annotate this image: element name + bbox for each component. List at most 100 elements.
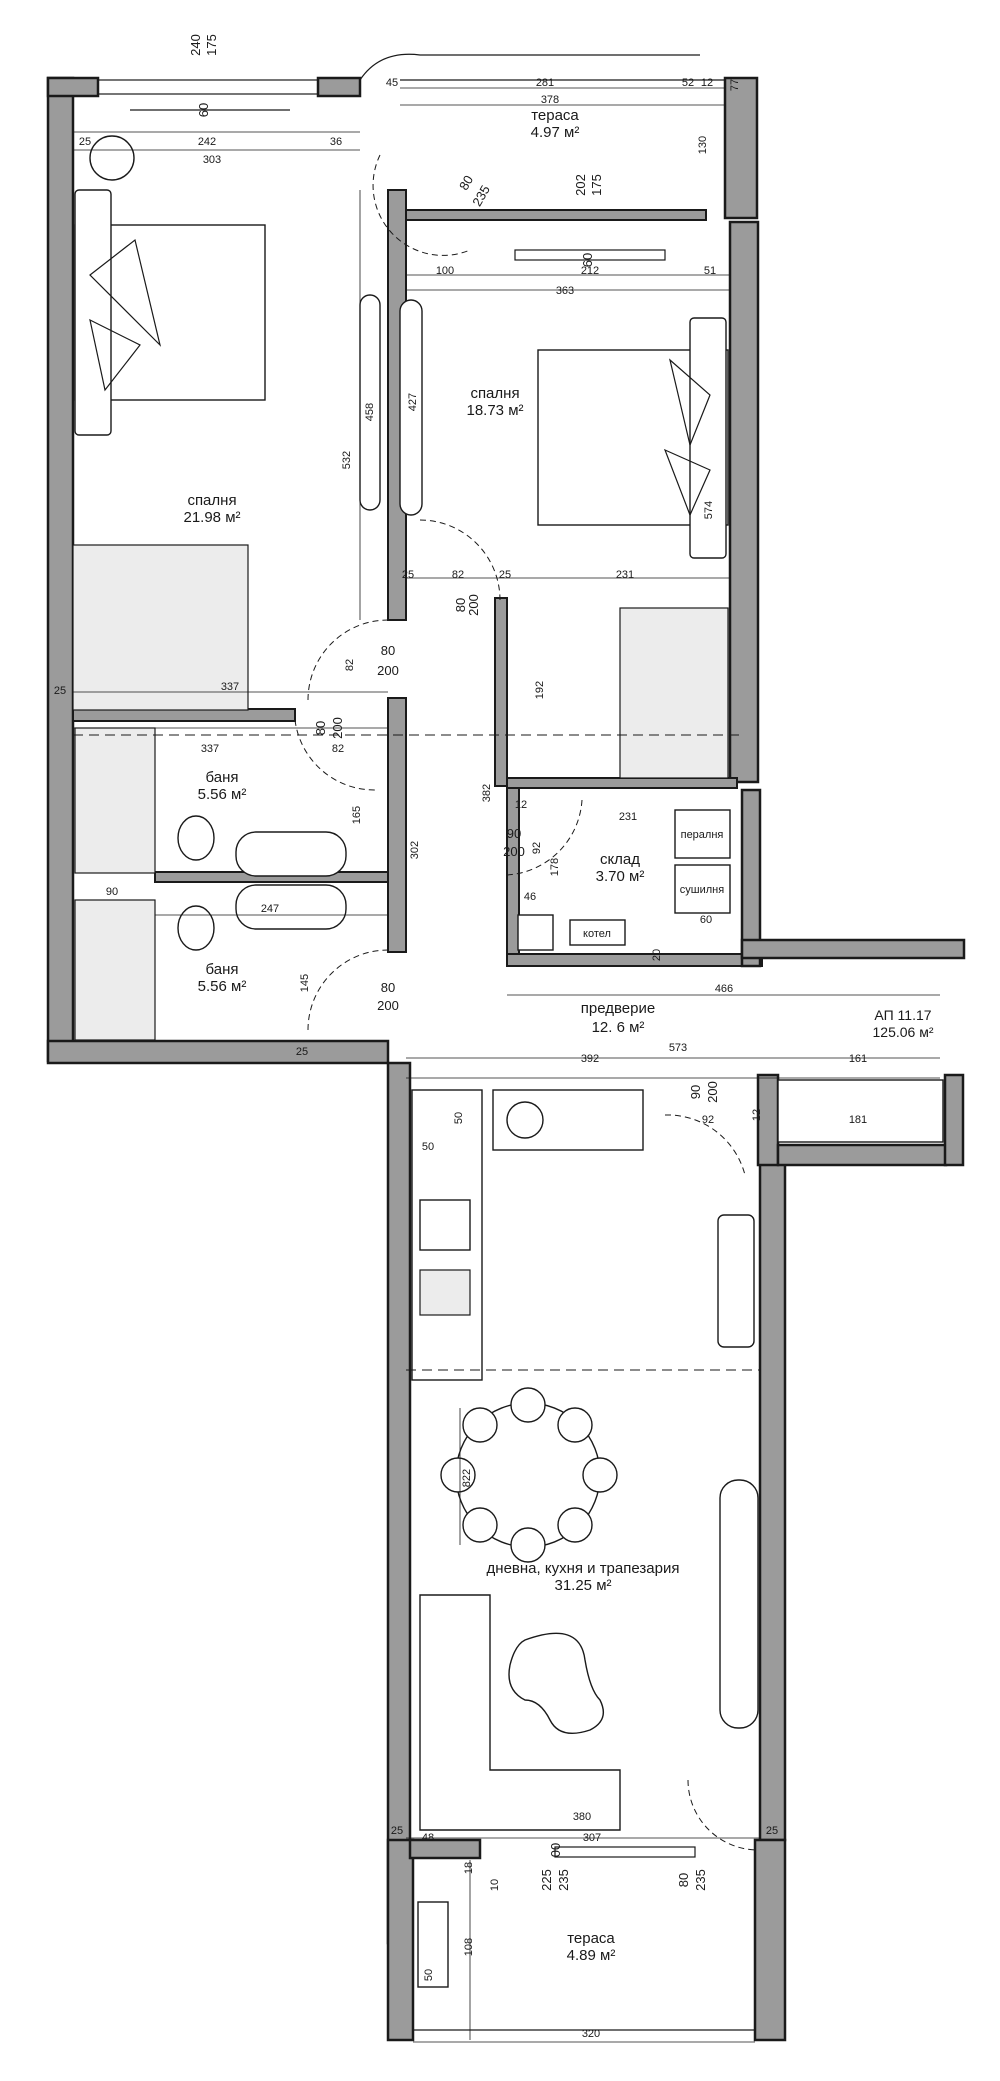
sliding-panel-right (399, 299, 423, 516)
dim-h-466: 466 (715, 983, 733, 995)
door-1-height: 200 (377, 663, 399, 678)
dim-tb-108: 108 (463, 1938, 475, 1956)
chair-3 (582, 1457, 618, 1493)
wall-terrace-bottom-left (386, 1838, 415, 2042)
dim-bl-532: 532 (341, 451, 353, 469)
window-2-height: 175 (589, 174, 604, 196)
boiler-box (569, 919, 626, 946)
dim-bl-25: 25 (54, 685, 66, 697)
dim-br-458: 458 (364, 403, 376, 421)
dim-st-12a: 12 (515, 799, 527, 811)
washer-box (674, 809, 731, 859)
sink-2 (235, 884, 347, 930)
door-7-width: 80 (456, 173, 476, 193)
living-sliding-panel (719, 1479, 759, 1729)
corner-sofa (419, 1594, 621, 1831)
shower-2 (74, 899, 156, 1041)
bed-left-headboard (74, 189, 112, 436)
terrace-bottom-label: тераса (567, 1930, 615, 1947)
dim-st-178: 178 (549, 858, 561, 876)
door-swing-terrace-top (372, 154, 471, 256)
door-swings (73, 154, 760, 1851)
hallway-label: предверие (581, 1000, 655, 1017)
kitchen-island (492, 1089, 644, 1151)
wall-living-right (758, 1158, 787, 1842)
dim-tb-18: 18 (463, 1862, 475, 1874)
wall-living-left (386, 1061, 412, 1945)
door-6-height: 200 (705, 1081, 720, 1103)
walls (46, 76, 966, 2042)
dim-top-242: 242 (198, 136, 216, 148)
window-bedroom-left (97, 79, 319, 95)
dim-ter-130: 130 (697, 136, 709, 154)
door-3-width: 80 (313, 721, 328, 735)
wall-right-outer (728, 220, 760, 784)
wall-ext-right-ledge (740, 938, 966, 960)
dishwasher (419, 1269, 471, 1316)
wall-storage-top (506, 777, 738, 789)
door-swing-bath-1 (294, 719, 376, 791)
dim-st-20: 20 (651, 949, 663, 961)
wall-top-left-a (46, 76, 100, 98)
door-5-width: 90 (507, 826, 521, 841)
dim-mid-25a: 25 (402, 569, 414, 581)
wall-left-outer (46, 76, 75, 1063)
coffee-table (508, 1632, 604, 1734)
dim-st-92: 92 (531, 842, 543, 854)
dim-ba-90: 90 (106, 886, 118, 898)
terrace-top-railing (359, 53, 700, 81)
dim-mid-25b: 25 (499, 569, 511, 581)
dim-tb-320: 320 (582, 2028, 600, 2040)
dim-r-51: 51 (704, 265, 716, 277)
bedroom-left-area: 21.98 м² (183, 509, 240, 526)
dim-k-12: 12 (751, 1109, 763, 1121)
dim-ba-165: 165 (351, 806, 363, 824)
boiler-tank (517, 914, 554, 951)
windows (97, 53, 755, 2031)
dim-st-60: 60 (700, 914, 712, 926)
dim-top-25: 25 (79, 136, 91, 148)
bath-1-area: 5.56 м² (198, 786, 247, 803)
dim-hall-192: 192 (534, 681, 546, 699)
chair-4 (557, 1507, 593, 1543)
dim-st-231: 231 (619, 811, 637, 823)
wall-storage-bottom (506, 953, 763, 967)
chair-7 (440, 1457, 476, 1493)
dim-r-363: 363 (556, 285, 574, 297)
boiler-label: котел (583, 928, 611, 940)
dim-r-212: 212 (581, 265, 599, 277)
bath-2-area: 5.56 м² (198, 978, 247, 995)
door-swing-storage (506, 799, 583, 876)
storage-label: склад (600, 851, 640, 868)
wall-right-bedroom-top (405, 209, 707, 221)
dim-hall-382: 382 (481, 784, 493, 802)
window-1-width: 240 (188, 34, 203, 56)
dim-ba-145: 145 (299, 974, 311, 992)
dimension-labels: 242 303 36 25 45 281 52 378 12 130 77 10… (54, 77, 867, 2040)
toilet-1 (177, 815, 215, 861)
chair-8 (462, 1407, 498, 1443)
door-swing-bedroom-right (419, 519, 501, 601)
dim-top-303: 303 (203, 154, 221, 166)
dim-bl-82: 82 (344, 659, 356, 671)
wall-storage-right (740, 788, 762, 968)
living-area: 31.25 м² (554, 1577, 611, 1594)
door-swing-bath-2 (307, 949, 389, 1031)
dim-h-25: 25 (296, 1046, 308, 1058)
door-1-width: 80 (381, 643, 395, 658)
door-4-height: 200 (377, 998, 399, 1013)
hallway-area: 12. 6 м² (592, 1019, 645, 1036)
door-swing-terrace-bottom (687, 1779, 759, 1851)
wall-living-ledge-end (943, 1073, 965, 1167)
dim-h-392: 392 (581, 1053, 599, 1065)
door-3-height: 200 (330, 717, 345, 739)
wall-bottom-left (46, 1039, 390, 1065)
terrace-top-label: тераса (531, 107, 579, 124)
window-1-sill: 60 (196, 103, 211, 117)
pillow-right-1 (668, 358, 711, 447)
chair-5 (510, 1527, 546, 1563)
dim-ter-77: 77 (729, 79, 741, 91)
dim-lv-822: 822 (461, 1469, 473, 1487)
dim-h-573: 573 (669, 1042, 687, 1054)
